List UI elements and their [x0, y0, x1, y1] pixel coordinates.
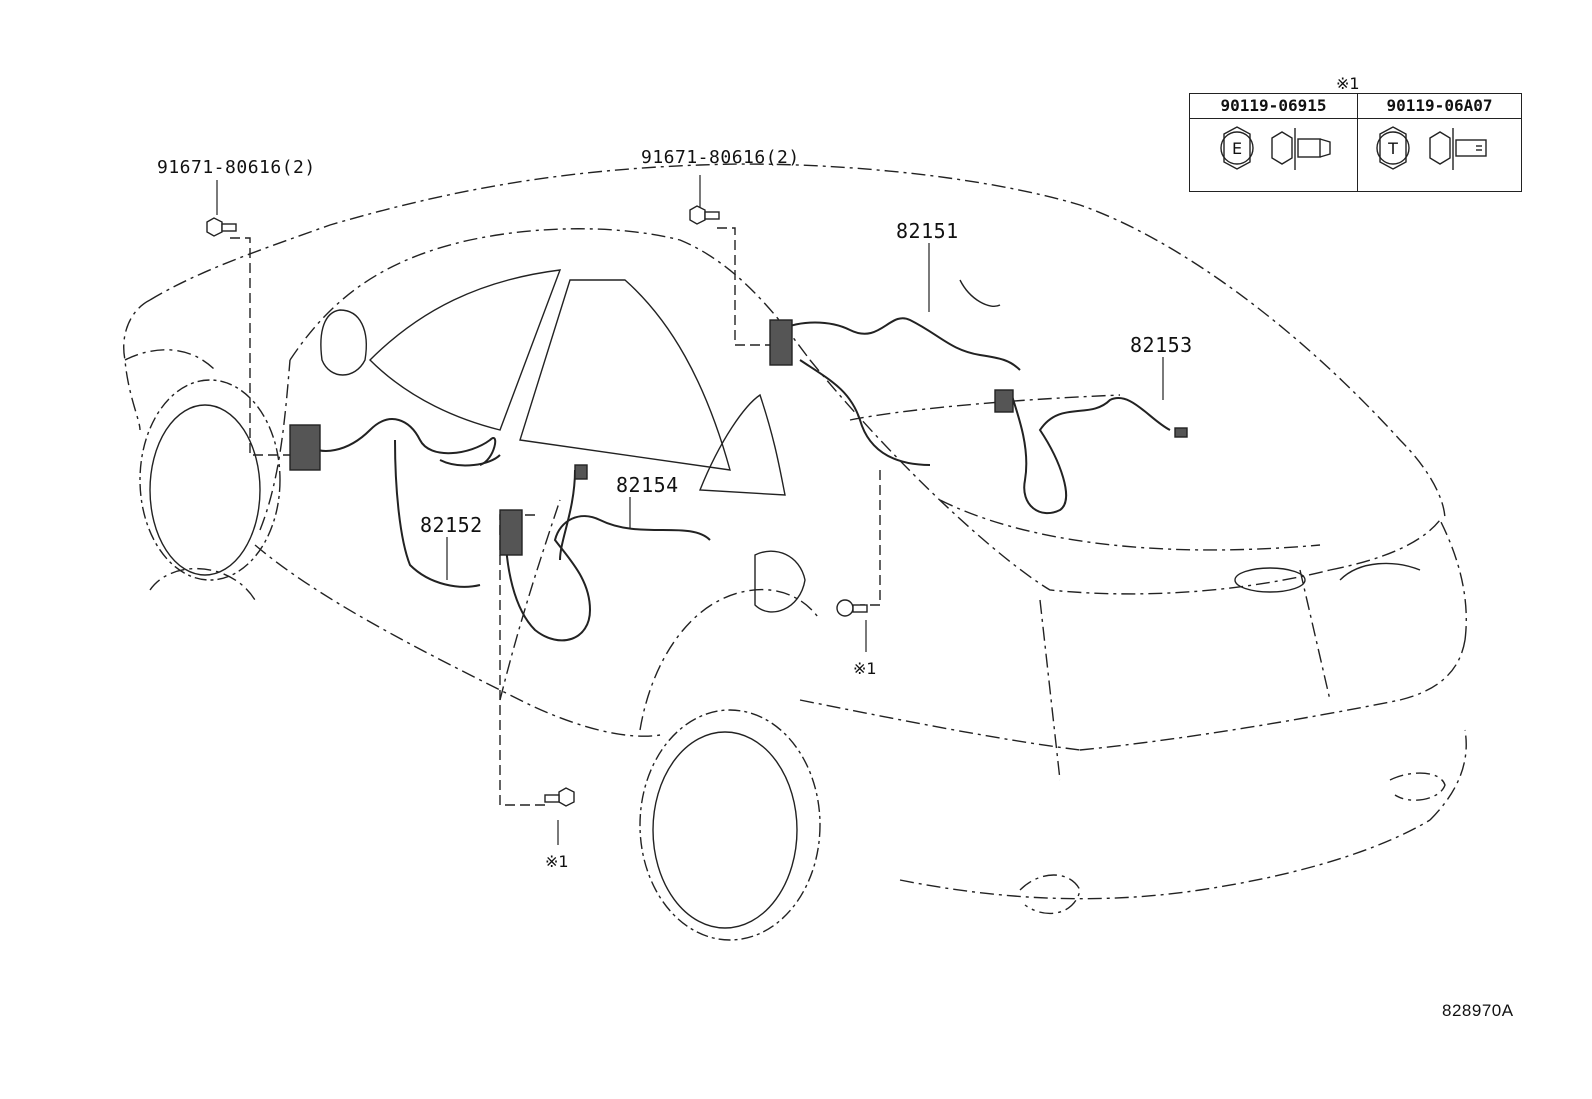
car-body-outline — [123, 163, 1467, 915]
legend-marker: ※1 — [1336, 74, 1360, 93]
connector-blocks — [289, 319, 1188, 556]
harness-82154-wire — [504, 469, 711, 642]
wheels — [139, 379, 821, 941]
legend-part-1: 90119-06915 — [1190, 94, 1357, 119]
legend-col-2: 90119-06A07 T — [1358, 94, 1521, 191]
legend-col-1: 90119-06915 E — [1190, 94, 1358, 191]
bolt-label-left: 91671-80616(2) — [157, 157, 316, 178]
harness-82152-wire — [299, 418, 501, 588]
legend-table: 90119-06915 E 90119-06A07 — [1189, 93, 1522, 192]
star-note-mid: ※1 — [853, 659, 877, 678]
e-mark: E — [1232, 139, 1242, 158]
bolt-label-center: 91671-80616(2) — [641, 147, 800, 168]
figure-reference: 828970A — [1442, 1001, 1514, 1020]
t-mark-bolt-icon: T — [1376, 126, 1487, 170]
wheel-rims — [149, 279, 1421, 929]
legend-part-2: 90119-06A07 — [1358, 94, 1521, 119]
t-mark: T — [1387, 139, 1398, 158]
harness-label-82152: 82152 — [420, 513, 483, 537]
harness-82153-wire — [1009, 389, 1171, 515]
bolts — [206, 205, 868, 807]
e-mark-bolt-icon: E — [1220, 126, 1331, 170]
harness-label-82153: 82153 — [1130, 333, 1193, 357]
harness-82151-wire — [779, 317, 1021, 466]
star-note-bottom: ※1 — [545, 852, 569, 871]
label-leaders — [216, 175, 1164, 845]
window-frames — [320, 269, 806, 613]
harness-label-82154: 82154 — [616, 473, 679, 497]
harness-label-82151: 82151 — [896, 219, 959, 243]
